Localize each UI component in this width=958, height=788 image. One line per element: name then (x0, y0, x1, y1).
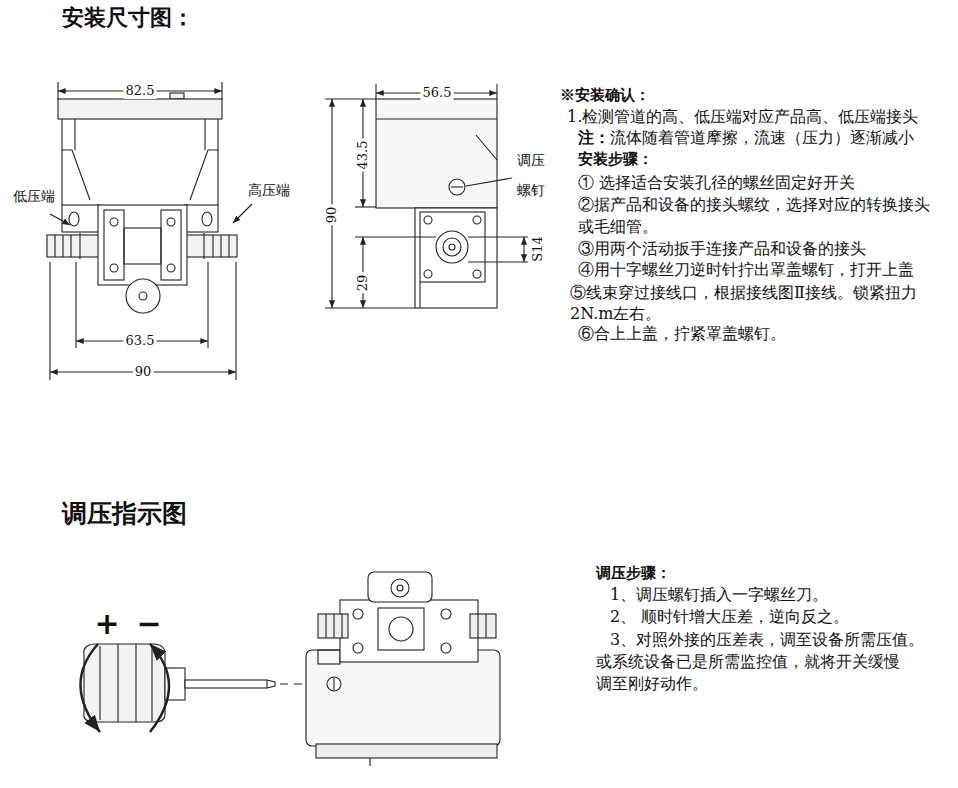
part-label: 调压 螺钉 (517, 145, 549, 205)
step-text: ① 选择适合安装孔径的螺丝固定好开关 (578, 173, 855, 193)
section-heading: ※安装确认： (560, 86, 650, 105)
note-label: 注： (578, 128, 610, 148)
dimension: 90 (324, 205, 340, 226)
step-text: ⑥合上上盖，拧紧罩盖螺钉。 (578, 324, 786, 344)
section-heading: 调压步骤： (596, 564, 671, 583)
step-text: 3、对照外接的压差表，调至设备所需压值。 或系统设备已是所需监控值，就将开关缓慢… (596, 629, 941, 695)
section-heading: 安装步骤： (578, 150, 653, 169)
step-text: 1、调压螺钉插入一字螺丝刀。 (610, 585, 828, 605)
port-label: 低压端 (13, 188, 55, 206)
dimension: S14 (530, 236, 546, 261)
dimension: 43.5 (355, 139, 371, 172)
step-text: ③用两个活动扳手连接产品和设备的接头 (578, 239, 866, 259)
dimension: 29 (355, 273, 371, 294)
note-text: 1.检测管道的高、低压端对应产品高、低压端接头 (567, 107, 918, 127)
dimension: 82.5 (124, 83, 157, 99)
section-title: 调压指示图 (62, 498, 187, 529)
note-text: 流体随着管道摩擦，流速（压力）逐渐减小 (610, 128, 914, 148)
direction-sign: − (136, 605, 161, 643)
page-title: 安装尺寸图： (62, 4, 194, 32)
direction-sign: + (94, 605, 119, 643)
step-text: ④用十字螺丝刀逆时针拧出罩盖螺钉，打开上盖 (578, 260, 914, 280)
step-text: 2、 顺时针增大压差，逆向反之。 (610, 607, 849, 627)
dimension: 90 (133, 364, 154, 380)
dimension: 56.5 (421, 85, 454, 101)
step-text: ②据产品和设备的接头螺纹，选择对应的转换接头 或毛细管。 (578, 194, 953, 238)
dimension: 63.5 (124, 333, 157, 349)
step-text: ⑤线束穿过接线口，根据接线图Ⅱ接线。锁紧扭力 2N.m左右。 (570, 282, 950, 324)
port-label: 高压端 (248, 182, 290, 200)
